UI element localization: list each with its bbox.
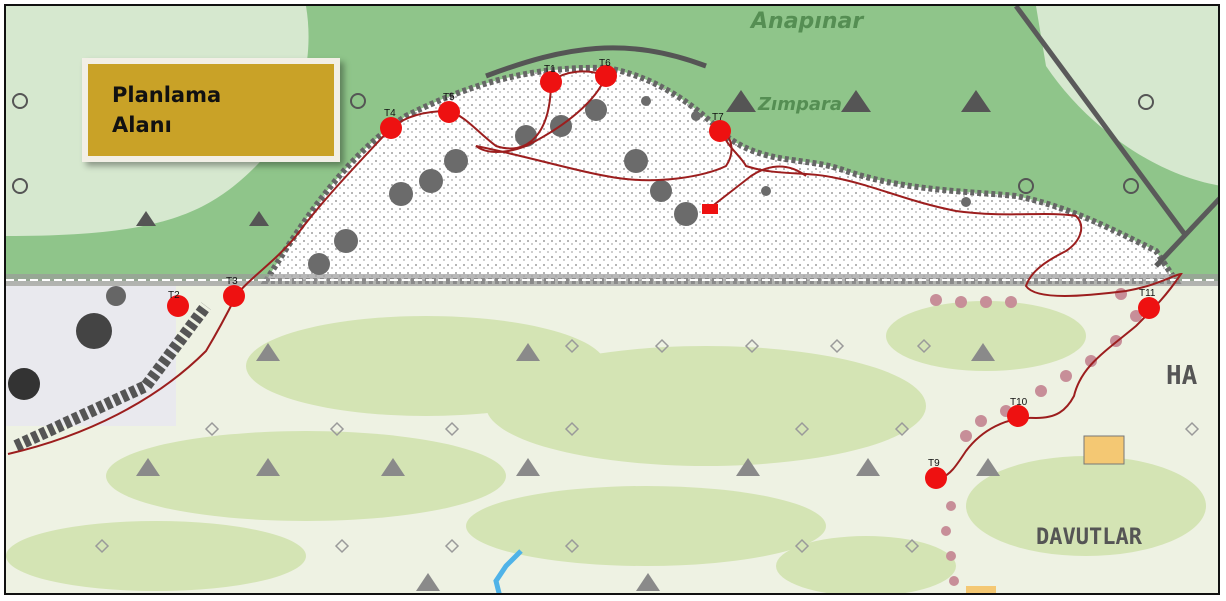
grey-markers [308, 96, 971, 275]
road-diagonal-2 [1154, 196, 1218, 268]
lower-diamond-symbols [94, 338, 1200, 554]
left-grey-area [6, 286, 176, 426]
forest-symbols [136, 90, 991, 226]
map-frame: T2 T3 T4 T5 T1 T6 T7 T11 T10 T9 Anapınar… [4, 4, 1220, 595]
legend-line-2: Alanı [112, 113, 172, 137]
point-t10[interactable] [1007, 405, 1029, 427]
label-t5: T5 [443, 92, 455, 103]
settlement-block [966, 586, 996, 593]
point-t5[interactable] [438, 101, 460, 123]
point-markers [167, 65, 1160, 489]
label-t4: T4 [384, 108, 396, 119]
point-t1[interactable] [540, 71, 562, 93]
boundary-branch [705, 165, 807, 212]
point-t6[interactable] [595, 65, 617, 87]
vegetation-patches [6, 301, 1206, 593]
stream [493, 549, 523, 593]
point-t11[interactable] [1138, 297, 1160, 319]
point-t3[interactable] [223, 285, 245, 307]
legend-label: Planlama Alanı [112, 80, 221, 140]
point-t9[interactable] [925, 467, 947, 489]
place-label-anapinar: Anapınar [749, 9, 864, 34]
legend-line-1: Planlama [112, 83, 222, 107]
road-diagonal [1013, 6, 1189, 238]
grey-dot [8, 368, 40, 400]
light-forest-right [1036, 6, 1218, 186]
label-t9: T9 [928, 458, 940, 469]
forest-dots [12, 93, 1154, 194]
legend-planning-area: Planlama Alanı [82, 58, 340, 162]
place-label-zimpara: Zımpara [757, 94, 842, 115]
point-t7[interactable] [709, 120, 731, 142]
point-t2[interactable] [167, 295, 189, 317]
planning-boundary-line [7, 70, 1183, 479]
planning-area [260, 64, 1182, 284]
label-t10: T10 [1010, 397, 1028, 408]
point-t4[interactable] [380, 117, 402, 139]
map-canvas[interactable]: T2 T3 T4 T5 T1 T6 T7 T11 T10 T9 Anapınar… [6, 6, 1220, 595]
grey-dot [76, 313, 112, 349]
lower-forest-symbols [136, 343, 1000, 591]
label-t7: T7 [712, 112, 724, 123]
settlement-block [1083, 435, 1125, 465]
label-t2: T2 [168, 290, 180, 301]
label-t3: T3 [226, 276, 238, 287]
place-label-ha: HA [1166, 361, 1198, 391]
label-t11: T11 [1139, 288, 1156, 299]
label-t1: T1 [544, 64, 556, 75]
left-road [13, 302, 211, 452]
road-top [485, 45, 707, 79]
point-marker-square [702, 204, 718, 214]
grey-dot [106, 286, 126, 306]
place-label-davutlar: DAVUTLAR [1036, 525, 1143, 550]
label-t6: T6 [599, 58, 611, 69]
